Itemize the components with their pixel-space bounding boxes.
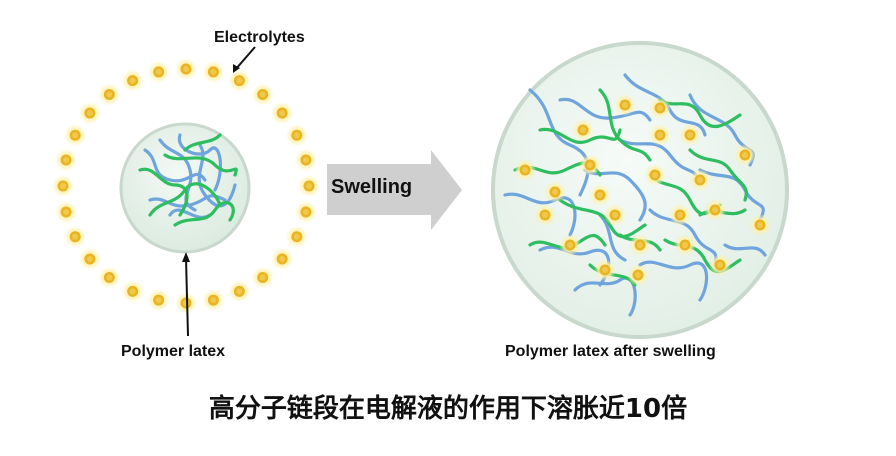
electrolyte-particle-icon [734,144,756,166]
electrolyte-particle-icon [98,83,121,106]
electrolytes-pointer [234,46,256,71]
electrolyte-particle-icon [55,148,78,171]
electrolyte-particle-icon [644,164,666,186]
electrolyte-particle-icon [285,124,308,147]
electrolyte-particle-icon [55,201,78,224]
electrolyte-particle-icon [559,234,581,256]
electrolyte-particle-icon [202,289,225,312]
electrolyte-particle-icon [749,214,771,236]
electrolytes-pointer-head [233,64,240,73]
electrolyte-particle-icon [572,119,594,141]
latex-pointer [185,257,189,337]
electrolyte-particle-icon [627,264,649,286]
electrolyte-particle-icon [298,175,320,197]
electrolyte-particle-icon [121,69,144,92]
electrolyte-particle-icon [604,204,626,226]
electrolyte-particle-icon [589,184,611,206]
electrolyte-particle-icon [285,225,308,248]
electrolyte-particle-icon [147,289,170,312]
electrolyte-particle-icon [271,102,294,125]
caption: 高分子链段在电解液的作用下溶胀近10倍 [208,394,688,424]
electrolyte-particle-icon [514,159,536,181]
electrolyte-particle-icon [175,58,197,80]
right-latex [491,41,789,339]
electrolyte-particle-icon [64,124,87,147]
electrolyte-particle-icon [147,60,170,83]
electrolyte-particle-icon [629,234,651,256]
electrolyte-particle-icon [202,60,225,83]
electrolyte-particle-icon [614,94,636,116]
electrolyte-particle-icon [78,247,101,270]
electrolyte-particle-icon [649,97,671,119]
electrolyte-particle-icon [689,169,711,191]
electrolyte-particle-icon [121,280,144,303]
electrolyte-particle-icon [228,280,251,303]
swelling-label: Swelling [331,176,413,198]
electrolyte-particle-icon [251,83,274,106]
electrolyte-particle-icon [228,69,251,92]
electrolyte-particle-icon [674,234,696,256]
electrolyte-particle-icon [544,181,566,203]
electrolyte-particle-icon [579,154,601,176]
polymer-chains-compact [138,133,238,227]
electrolyte-particle-icon [649,124,671,146]
electrolyte-particle-icon [679,124,701,146]
polymer-latex-after-label: Polymer latex after swelling [505,343,716,360]
electrolyte-particle-icon [294,201,317,224]
left-latex [119,122,251,254]
latex-pointer-head [182,252,190,262]
electrolyte-particle-icon [251,266,274,289]
swelling-arrow [327,150,462,230]
electrolyte-particle-icon [704,199,726,221]
polymer-latex-label: Polymer latex [121,343,226,360]
electrolyte-particle-icon [64,225,87,248]
electrolyte-particle-icon [78,102,101,125]
electrolyte-particle-icon [98,266,121,289]
electrolyte-particle-icon [709,254,731,276]
electrolyte-particle-icon [294,148,317,171]
electrolyte-particle-icon [52,175,74,197]
electrolyte-particle-icon [534,204,556,226]
electrolyte-particle-icon [669,204,691,226]
electrolyte-particle-icon [271,247,294,270]
electrolytes-label: Electrolytes [214,29,305,46]
electrolyte-particle-icon [594,259,616,281]
